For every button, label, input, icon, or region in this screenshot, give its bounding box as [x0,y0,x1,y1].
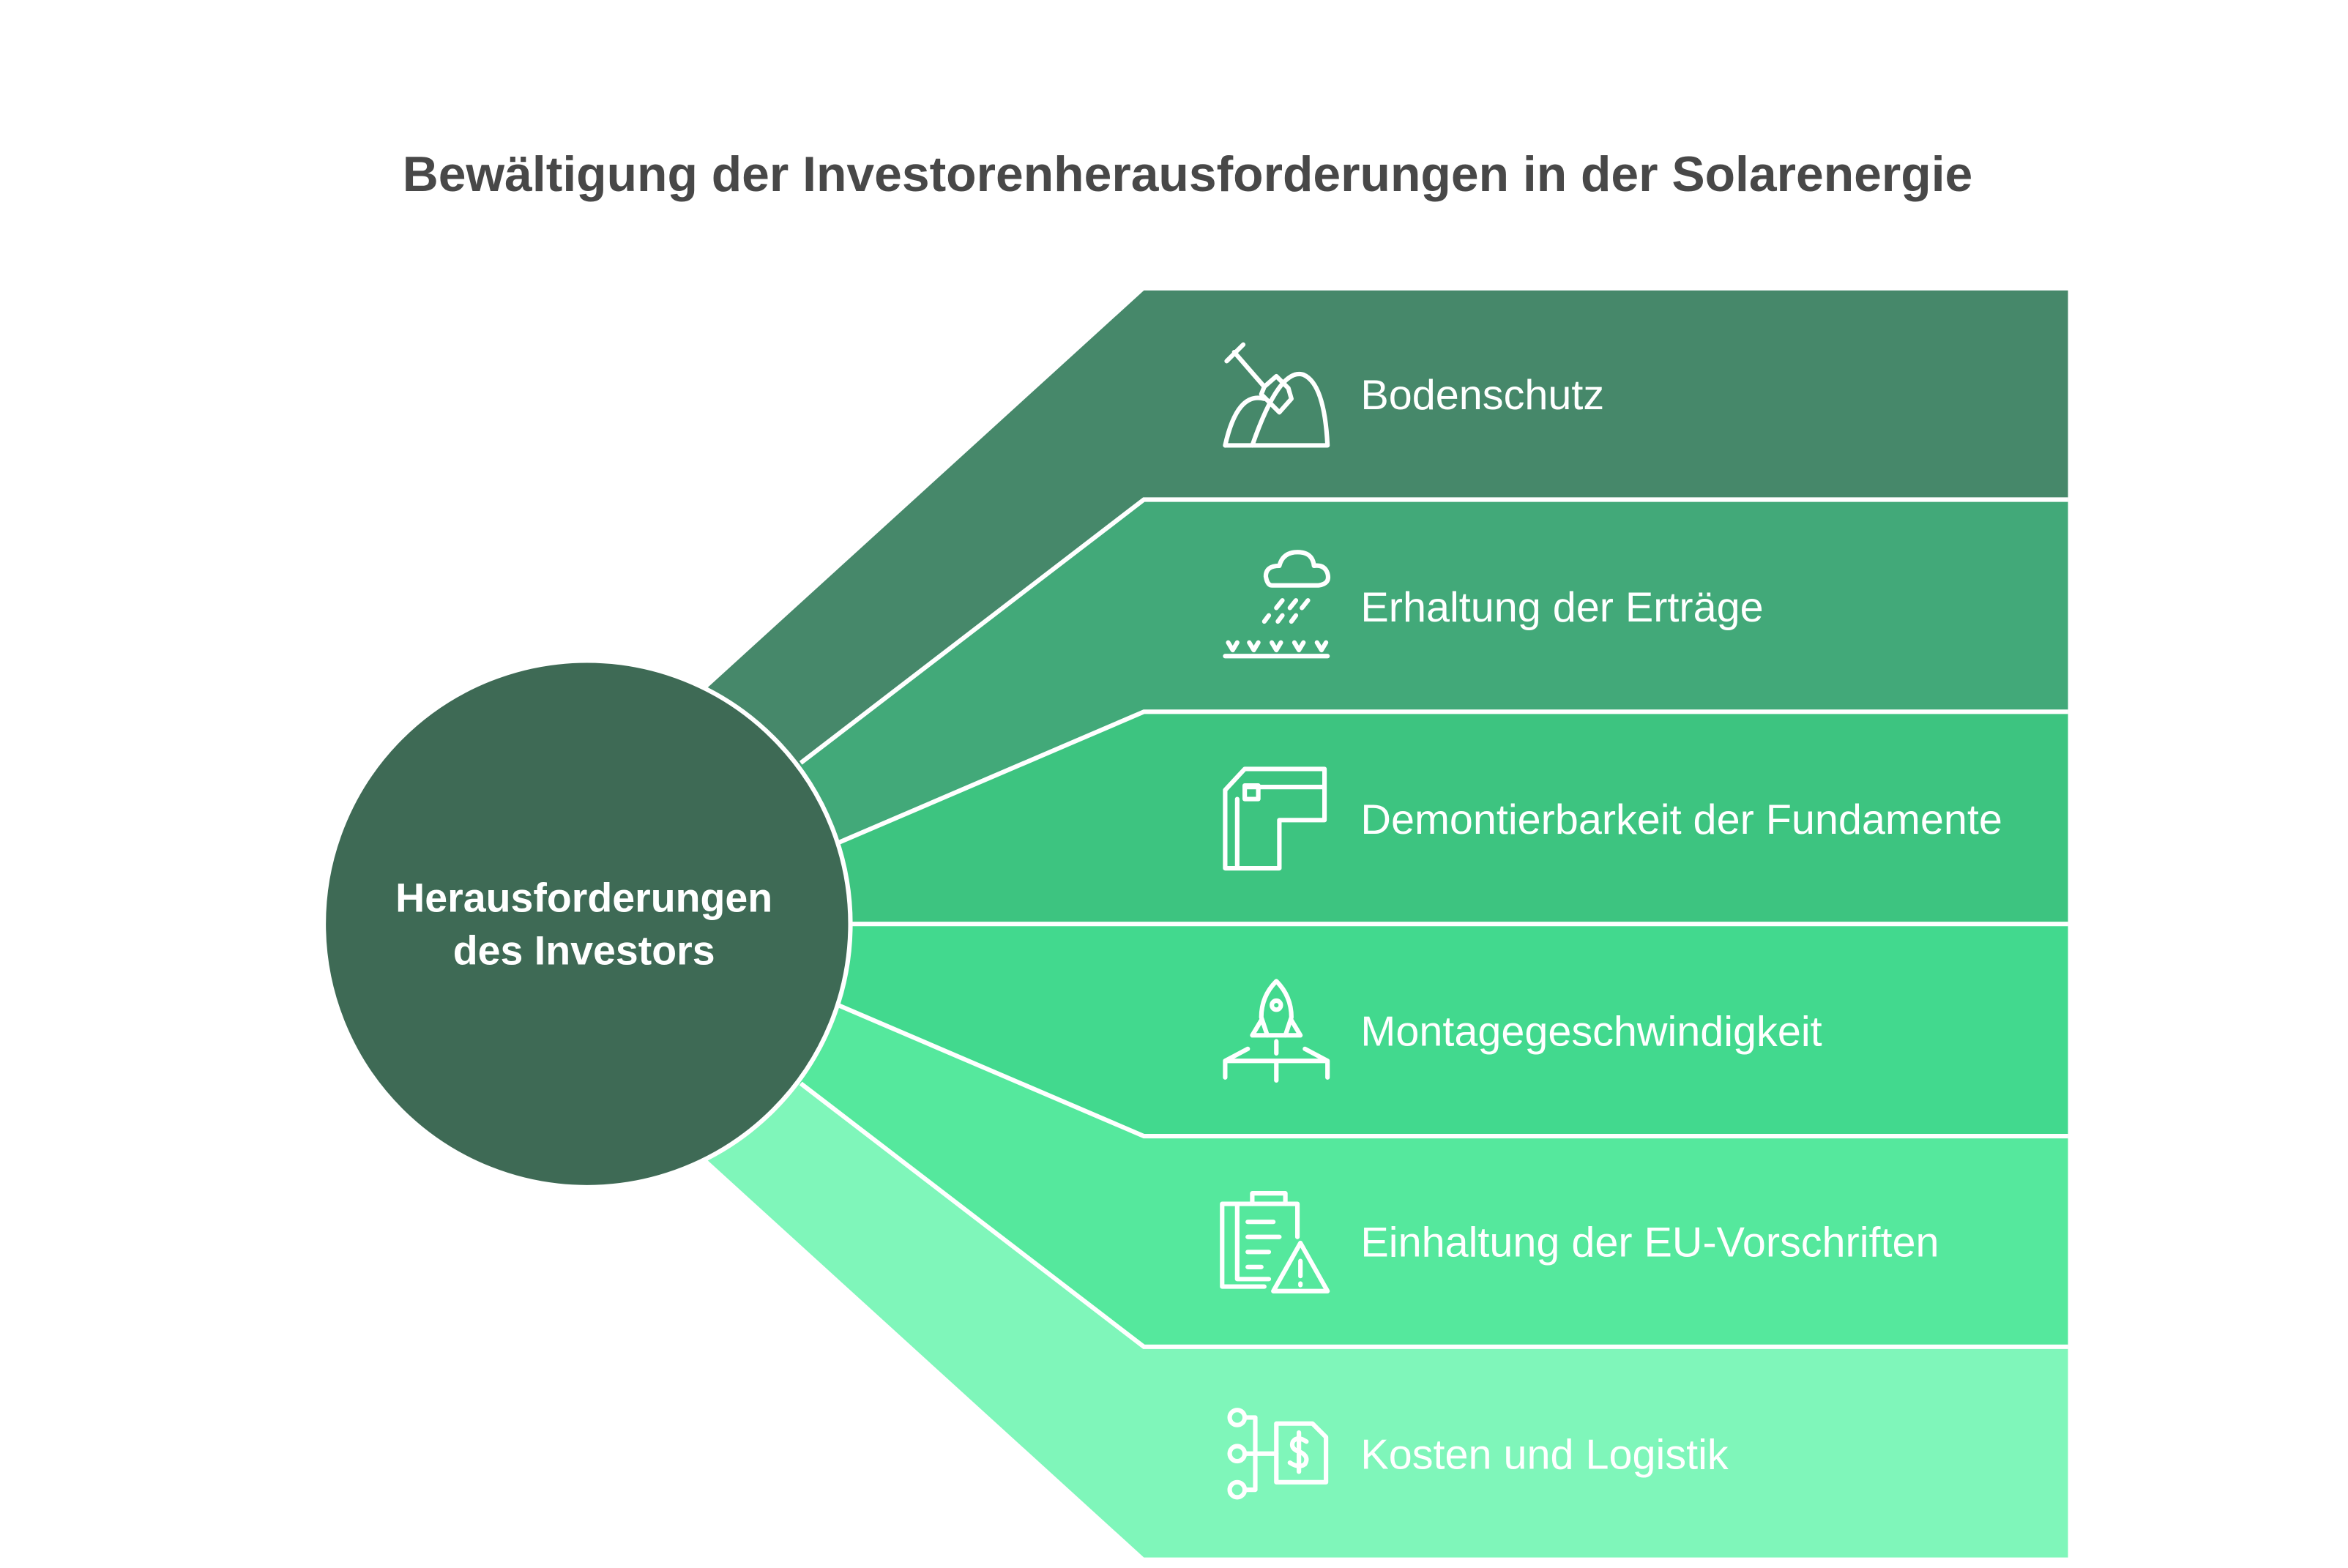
shovel-soil-icon [1223,342,1330,448]
band-3 [586,712,2068,925]
rain-cloud-crops-icon [1223,550,1331,659]
band-dividers [799,497,2068,1349]
band-2-shape [586,499,2068,925]
band-4-shape [586,924,2068,1137]
band-5-shape [586,924,2068,1347]
band-1 [586,290,2068,925]
item-label-6: Kosten und Logistik [1360,1431,1728,1478]
clipboard-warning-icon [1220,1191,1330,1293]
band-6-shape [586,924,2068,1558]
item-label-1: Bodenschutz [1360,372,1604,419]
item-label-3: Demontierbarkeit der Fundamente [1360,796,2002,843]
item-label-2: Erhaltung der Erträge [1360,584,1763,631]
band-6 [586,924,2068,1558]
center-circle [321,658,853,1190]
item-label-4: Montagegeschwindigkeit [1360,1009,1822,1056]
diagram-title: Bewältigung der Investorenherausforderun… [403,147,1973,202]
center-label-line2: des Investors [453,928,715,974]
band-5 [586,924,2068,1347]
band-3-shape [586,712,2068,925]
center-label-line1: Herausforderungen [395,876,772,921]
cost-logistics-icon [1227,1408,1329,1500]
item-label-5: Einhaltung der EU-Vorschriften [1360,1219,1939,1266]
foundation-icon [1223,766,1327,871]
band-1-shape [586,290,2068,925]
rocket-launch-icon [1223,979,1330,1083]
band-4 [586,924,2068,1137]
band-2 [586,499,2068,925]
